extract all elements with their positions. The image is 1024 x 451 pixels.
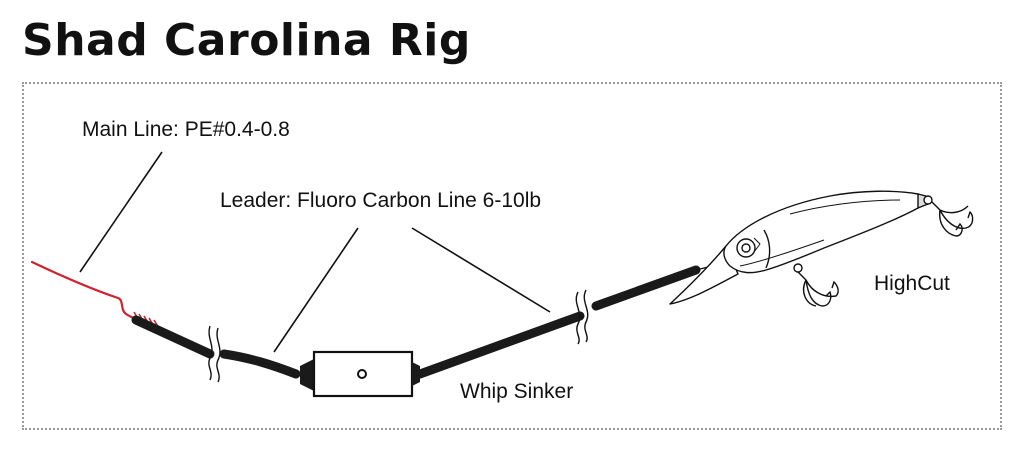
diagram-frame: [22, 82, 1002, 430]
leader-segment-3: [415, 311, 585, 379]
leader-segment-1: [131, 315, 215, 359]
leader-label: Leader: Fluoro Carbon Line 6-10lb: [220, 189, 542, 212]
lure-body: [723, 190, 925, 274]
tail-hook: [923, 195, 974, 237]
leader-pointer-right: [411, 227, 551, 313]
main-line-label: Main Line: PE#0.4-0.8: [82, 118, 290, 141]
highcut-lure: [669, 190, 929, 305]
lure-lip: [669, 245, 739, 305]
sinker-label: Whip Sinker: [460, 380, 574, 403]
lure-label: HighCut: [874, 272, 950, 295]
belly-hook: [793, 263, 839, 307]
leader-segment-2: [219, 349, 301, 379]
leader-pointer-left: [273, 227, 359, 353]
break-mark-1: [208, 325, 221, 383]
leader-segment-4: [591, 265, 701, 311]
page-title: Shad Carolina Rig: [22, 15, 471, 66]
whip-sinker: [300, 350, 420, 398]
main-line: [30, 260, 150, 326]
break-mark-2: [575, 289, 589, 345]
main-line-pointer: [79, 151, 163, 273]
